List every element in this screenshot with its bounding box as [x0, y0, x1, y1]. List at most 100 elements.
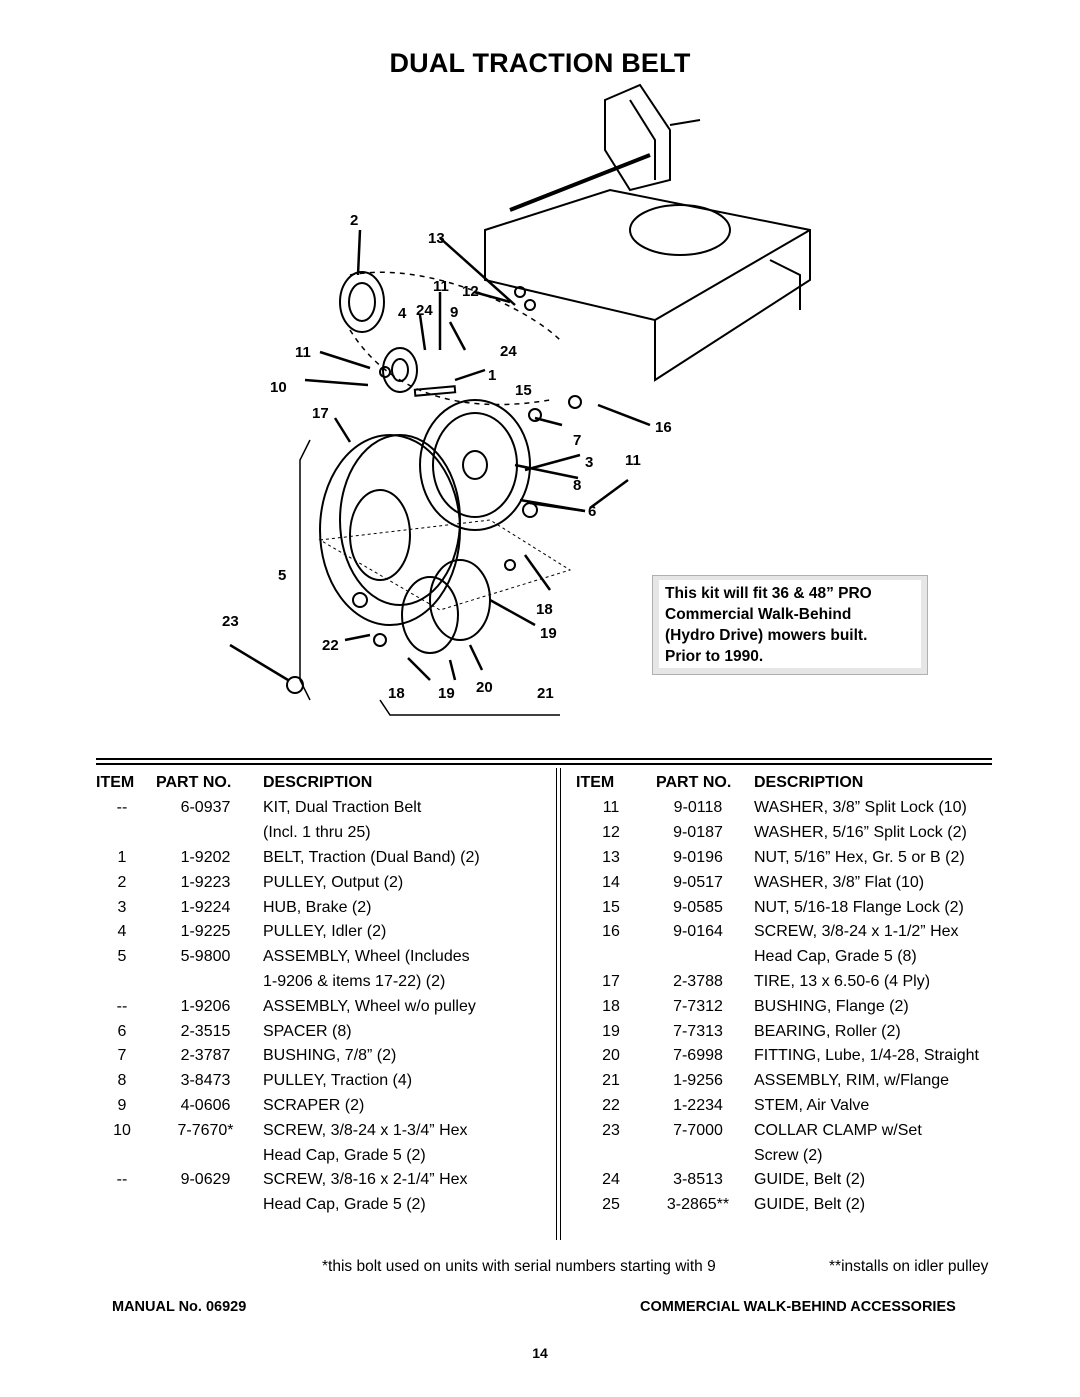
item-cell: 12 [602, 824, 620, 842]
description-cell: HUB, Brake (2) [263, 898, 372, 916]
description-cell: SCREW, 3/8-24 x 1-1/2” Hex [754, 923, 959, 941]
page-title: DUAL TRACTION BELT [389, 48, 691, 78]
callout-11: 11 [433, 278, 449, 295]
description-cell: PULLEY, Traction (4) [263, 1072, 413, 1090]
description-cell: BUSHING, 7/8” (2) [263, 1047, 397, 1065]
item-cell: 3 [117, 898, 127, 916]
item-cell: 24 [602, 1171, 620, 1189]
callout-11c: 11 [625, 452, 641, 469]
description-cell: ASSEMBLY, RIM, w/Flange [754, 1072, 950, 1090]
callout-12: 12 [462, 283, 479, 300]
callout-2: 2 [350, 212, 358, 229]
description-cell: Head Cap, Grade 5 (2) [263, 1196, 426, 1214]
part-number-cell: 9-0164 [673, 923, 723, 941]
table-row: Screw (2) [576, 1143, 1010, 1168]
table-row: Head Cap, Grade 5 (8) [576, 945, 1010, 970]
compatibility-note-line-1: This kit will fit 36 & 48” PRO [665, 585, 872, 602]
deck-plate [484, 188, 811, 382]
part-number-cell: 1-2234 [673, 1096, 723, 1114]
table-row: Head Cap, Grade 5 (2) [96, 1143, 553, 1168]
callout-21: 21 [537, 685, 554, 702]
page-number: 14 [532, 1345, 548, 1361]
callout-5: 5 [278, 567, 286, 584]
description-cell: WASHER, 3/8” Split Lock (10) [754, 799, 967, 817]
description-cell: WASHER, 3/8” Flat (10) [754, 873, 925, 891]
column-divider [556, 768, 561, 1240]
description-cell: BELT, Traction (Dual Band) (2) [263, 848, 480, 866]
item-cell [96, 821, 148, 846]
description-cell: STEM, Air Valve [754, 1096, 870, 1114]
item-cell [576, 945, 646, 970]
callout-17: 17 [312, 405, 329, 422]
callout-18b: 18 [388, 685, 405, 702]
item-cell: 17 [602, 972, 620, 990]
traction-belt [349, 271, 561, 341]
table-row: 18 7-7312 BUSHING, Flange (2) [576, 994, 1010, 1019]
callout-9: 9 [450, 304, 458, 321]
callout-23: 23 [222, 613, 239, 630]
description-cell: 1-9206 & items 17-22) (2) [263, 972, 446, 990]
part-number-cell [148, 1143, 263, 1168]
part-number-cell: 7-7313 [673, 1022, 723, 1040]
callout-24: 24 [416, 302, 433, 319]
part-number-cell: 2-3788 [673, 972, 723, 990]
wheel-assembly-bracket [299, 439, 311, 701]
item-cell: 20 [602, 1047, 620, 1065]
part-number-cell: 6-0937 [180, 799, 231, 817]
item-cell: 11 [602, 799, 620, 817]
part-number-cell: 1-9256 [673, 1072, 723, 1090]
callout-4: 4 [398, 305, 407, 322]
callout-8: 8 [573, 477, 581, 494]
compatibility-note-line-4: Prior to 1990. [665, 648, 764, 665]
table-row: Head Cap, Grade 5 (2) [96, 1193, 553, 1218]
callout-6: 6 [588, 503, 596, 520]
callout-11b: 11 [295, 344, 311, 361]
part-number-cell: 4-0606 [180, 1096, 231, 1114]
compatibility-note-line-3: (Hydro Drive) mowers built. [665, 627, 868, 644]
output-pulley [339, 271, 385, 333]
footnote-bolt: *this bolt used on units with serial num… [322, 1258, 716, 1275]
description-cell: Screw (2) [754, 1146, 823, 1164]
description-cell: GUIDE, Belt (2) [754, 1196, 866, 1214]
rim [401, 576, 459, 654]
item-cell: 8 [117, 1072, 127, 1090]
description-cell: BUSHING, Flange (2) [754, 997, 909, 1015]
part-number-cell: 9-0629 [180, 1171, 231, 1189]
callout-22: 22 [322, 637, 339, 654]
part-number-cell: 3-8513 [673, 1171, 723, 1189]
gearbox [604, 83, 671, 192]
footnote-idler: **installs on idler pulley [829, 1258, 989, 1275]
part-number-cell: 3-8473 [180, 1072, 231, 1090]
part-number-cell: 7-7312 [673, 997, 723, 1015]
description-cell: NUT, 5/16-18 Flange Lock (2) [754, 898, 964, 916]
table-row: 21 1-9256 ASSEMBLY, RIM, w/Flange [576, 1069, 1010, 1094]
col-header-description: DESCRIPTION [754, 774, 864, 791]
item-cell: 21 [602, 1072, 620, 1090]
callout-18: 18 [536, 601, 553, 618]
item-cell: 18 [602, 997, 620, 1015]
col-header-part: PART NO. [656, 774, 732, 791]
item-cell: 10 [113, 1121, 131, 1139]
part-number-cell: 7-7000 [673, 1121, 723, 1139]
table-top-rule [96, 758, 992, 760]
callout-3: 3 [585, 454, 593, 471]
item-cell: 6 [117, 1022, 127, 1040]
item-cell: 15 [602, 898, 620, 916]
description-cell: PULLEY, Output (2) [263, 873, 404, 891]
section-title: COMMERCIAL WALK-BEHIND ACCESSORIES [640, 1299, 956, 1315]
item-cell [96, 1143, 148, 1168]
callout-10: 10 [270, 379, 287, 396]
